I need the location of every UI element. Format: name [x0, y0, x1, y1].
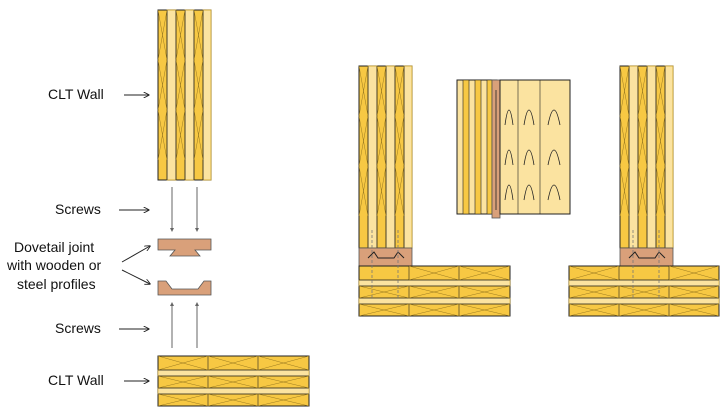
label-clt-wall-bottom: CLT Wall — [48, 372, 104, 388]
label-dovetail-line1: Dovetail joint — [14, 239, 94, 255]
dovetail-profile-lower — [157, 280, 212, 296]
label-dovetail-line3: steel profiles — [17, 276, 96, 292]
right-arrow-icon — [121, 269, 150, 284]
label-screws-bottom: Screws — [55, 320, 101, 336]
assembled-t-joint — [568, 65, 720, 317]
label-clt-wall-top: CLT Wall — [48, 86, 104, 102]
clt-wall-vertical — [157, 9, 212, 181]
assembled-corner-joint — [358, 65, 511, 317]
label-dovetail-line2: with wooden or — [6, 257, 102, 273]
wall-section-detail — [456, 79, 571, 219]
clt-wall-horizontal — [157, 355, 310, 407]
dovetail-profile-upper — [157, 238, 212, 257]
right-arrow-icon — [121, 246, 150, 263]
label-screws-top: Screws — [55, 201, 101, 217]
